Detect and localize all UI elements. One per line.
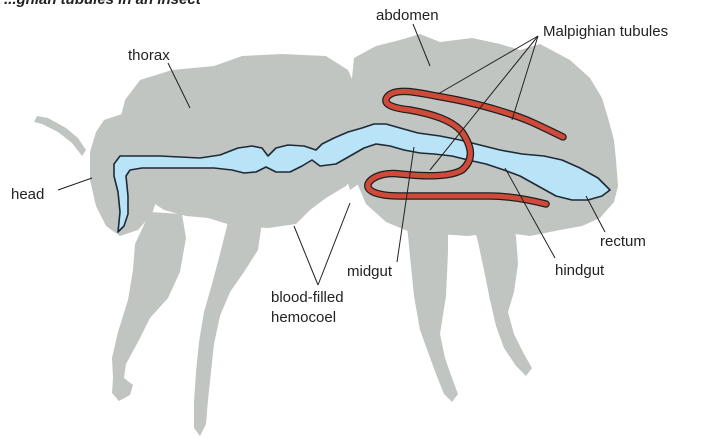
front-leg (112, 212, 186, 401)
leader-hemocoel-2 (318, 203, 350, 285)
hind-leg-2 (470, 212, 532, 376)
label-thorax: thorax (128, 47, 170, 64)
middle-leg (194, 222, 262, 436)
antenna (34, 116, 86, 156)
insect-body (34, 34, 618, 436)
label-malpighian-tubules: Malpighian tubules (543, 23, 668, 40)
hind-leg-1 (406, 215, 458, 402)
label-hindgut: hindgut (555, 262, 605, 279)
leader-hemocoel-1 (294, 226, 318, 285)
label-midgut: midgut (347, 263, 393, 280)
label-hemocoel-line2: hemocoel (271, 309, 336, 326)
label-rectum: rectum (600, 233, 646, 250)
label-abdomen: abdomen (376, 7, 439, 24)
label-hemocoel-line1: blood-filled (271, 289, 344, 306)
label-head: head (11, 186, 44, 203)
leader-head (58, 178, 92, 190)
